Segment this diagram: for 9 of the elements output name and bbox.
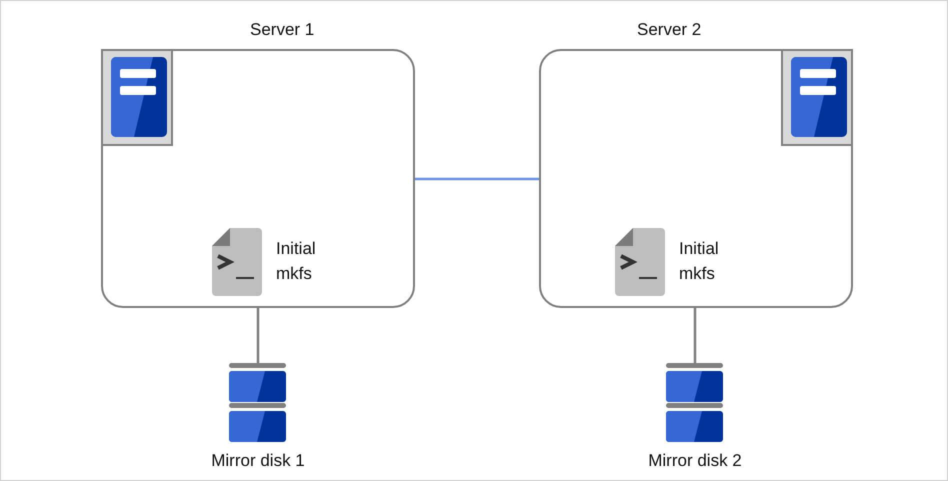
script-label: Initial mkfs [276,238,317,285]
connector-line [415,178,539,180]
disk-label: Mirror disk 2 [647,451,743,471]
server-heading: Server 2 [637,20,702,40]
connector-line [694,308,696,363]
connector-line [256,308,260,363]
server-heading: Server 1 [250,20,314,40]
script-label: Initial mkfs [679,238,720,285]
disk-label: Mirror disk 1 [210,451,306,471]
